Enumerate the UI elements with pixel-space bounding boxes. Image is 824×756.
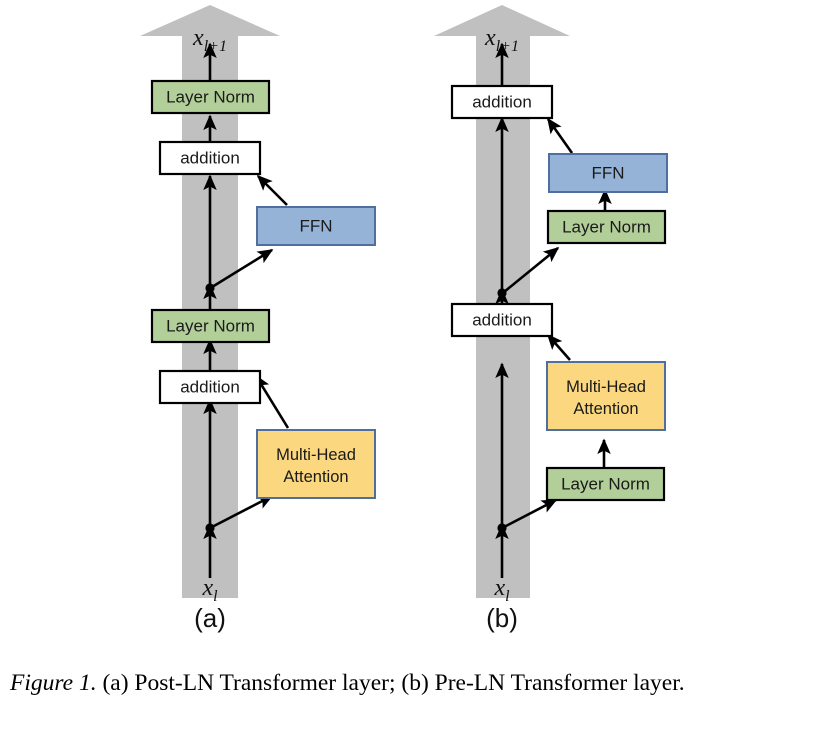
figure-caption-text: (a) Post-LN Transformer layer; (b) Pre-L… [96,670,685,696]
branch-a-split2-to-ffn [211,248,274,289]
residual-split-dot-b-1 [497,523,507,533]
block-b-layernorm-ffn-label: Layer Norm [562,217,651,236]
block-b-addition-bottom-label: addition [472,310,532,329]
branch-b-split2-to-layernorm-ffn [503,246,560,294]
output-label-b: xl+1 [484,25,519,55]
branch-b-split1-to-layernorm-attention [503,498,558,529]
block-a-addition-bottom-label: addition [180,377,240,396]
block-a-addition-bottom[interactable]: addition [158,369,262,405]
block-a-attention-label-line1: Multi-Head [276,446,356,464]
block-a-addition-top[interactable]: addition [158,140,262,176]
branch-b-ffn-to-addition2 [546,117,574,154]
input-label-a: xl [201,575,218,605]
branch-a-ffn-to-addition2 [256,174,288,206]
block-b-ffn-label: FFN [591,163,624,182]
branch-a-attention-to-addition1 [254,374,290,429]
block-b-addition-top-label: addition [472,92,532,111]
block-b-attention-label-line2: Attention [573,400,638,418]
block-b-attention-label-line1: Multi-Head [566,378,646,396]
block-b-layernorm-attention-label: Layer Norm [561,474,650,493]
block-a-attention[interactable]: Multi-Head Attention [256,429,376,499]
block-b-layernorm-ffn[interactable]: Layer Norm [546,209,667,245]
branch-b-attention-to-addition1 [546,333,571,361]
block-a-layernorm-top-label: Layer Norm [166,87,255,106]
panel-b: Layer Norm Multi-Head Attention addition… [434,5,668,633]
block-a-layernorm-bottom-label: Layer Norm [166,316,255,335]
panel-label-b: (b) [486,603,518,633]
block-a-ffn-label: FFN [299,216,332,235]
block-a-attention-label-line2: Attention [283,468,348,486]
block-b-ffn[interactable]: FFN [548,153,668,193]
block-b-layernorm-attention[interactable]: Layer Norm [545,466,666,502]
block-a-layernorm-top[interactable]: Layer Norm [150,79,271,115]
figure-caption: Figure 1. (a) Post-LN Transformer layer;… [10,668,810,700]
branch-a-split1-to-attention [211,494,274,529]
block-a-addition-top-label: addition [180,148,240,167]
output-label-a: xl+1 [192,25,227,55]
block-a-layernorm-bottom[interactable]: Layer Norm [150,308,271,344]
residual-split-dot-a-1 [205,523,215,533]
panel-label-a: (a) [194,603,226,633]
transformer-architecture-diagram: Multi-Head Attention addition Layer Norm… [140,5,668,633]
block-b-addition-top[interactable]: addition [450,84,554,120]
panel-a: Multi-Head Attention addition Layer Norm… [140,5,376,633]
block-a-ffn[interactable]: FFN [256,206,376,246]
block-b-addition-bottom[interactable]: addition [450,302,554,338]
input-label-b: xl [493,575,510,605]
block-b-attention[interactable]: Multi-Head Attention [546,361,666,431]
figure-caption-title: Figure 1. [10,670,97,696]
